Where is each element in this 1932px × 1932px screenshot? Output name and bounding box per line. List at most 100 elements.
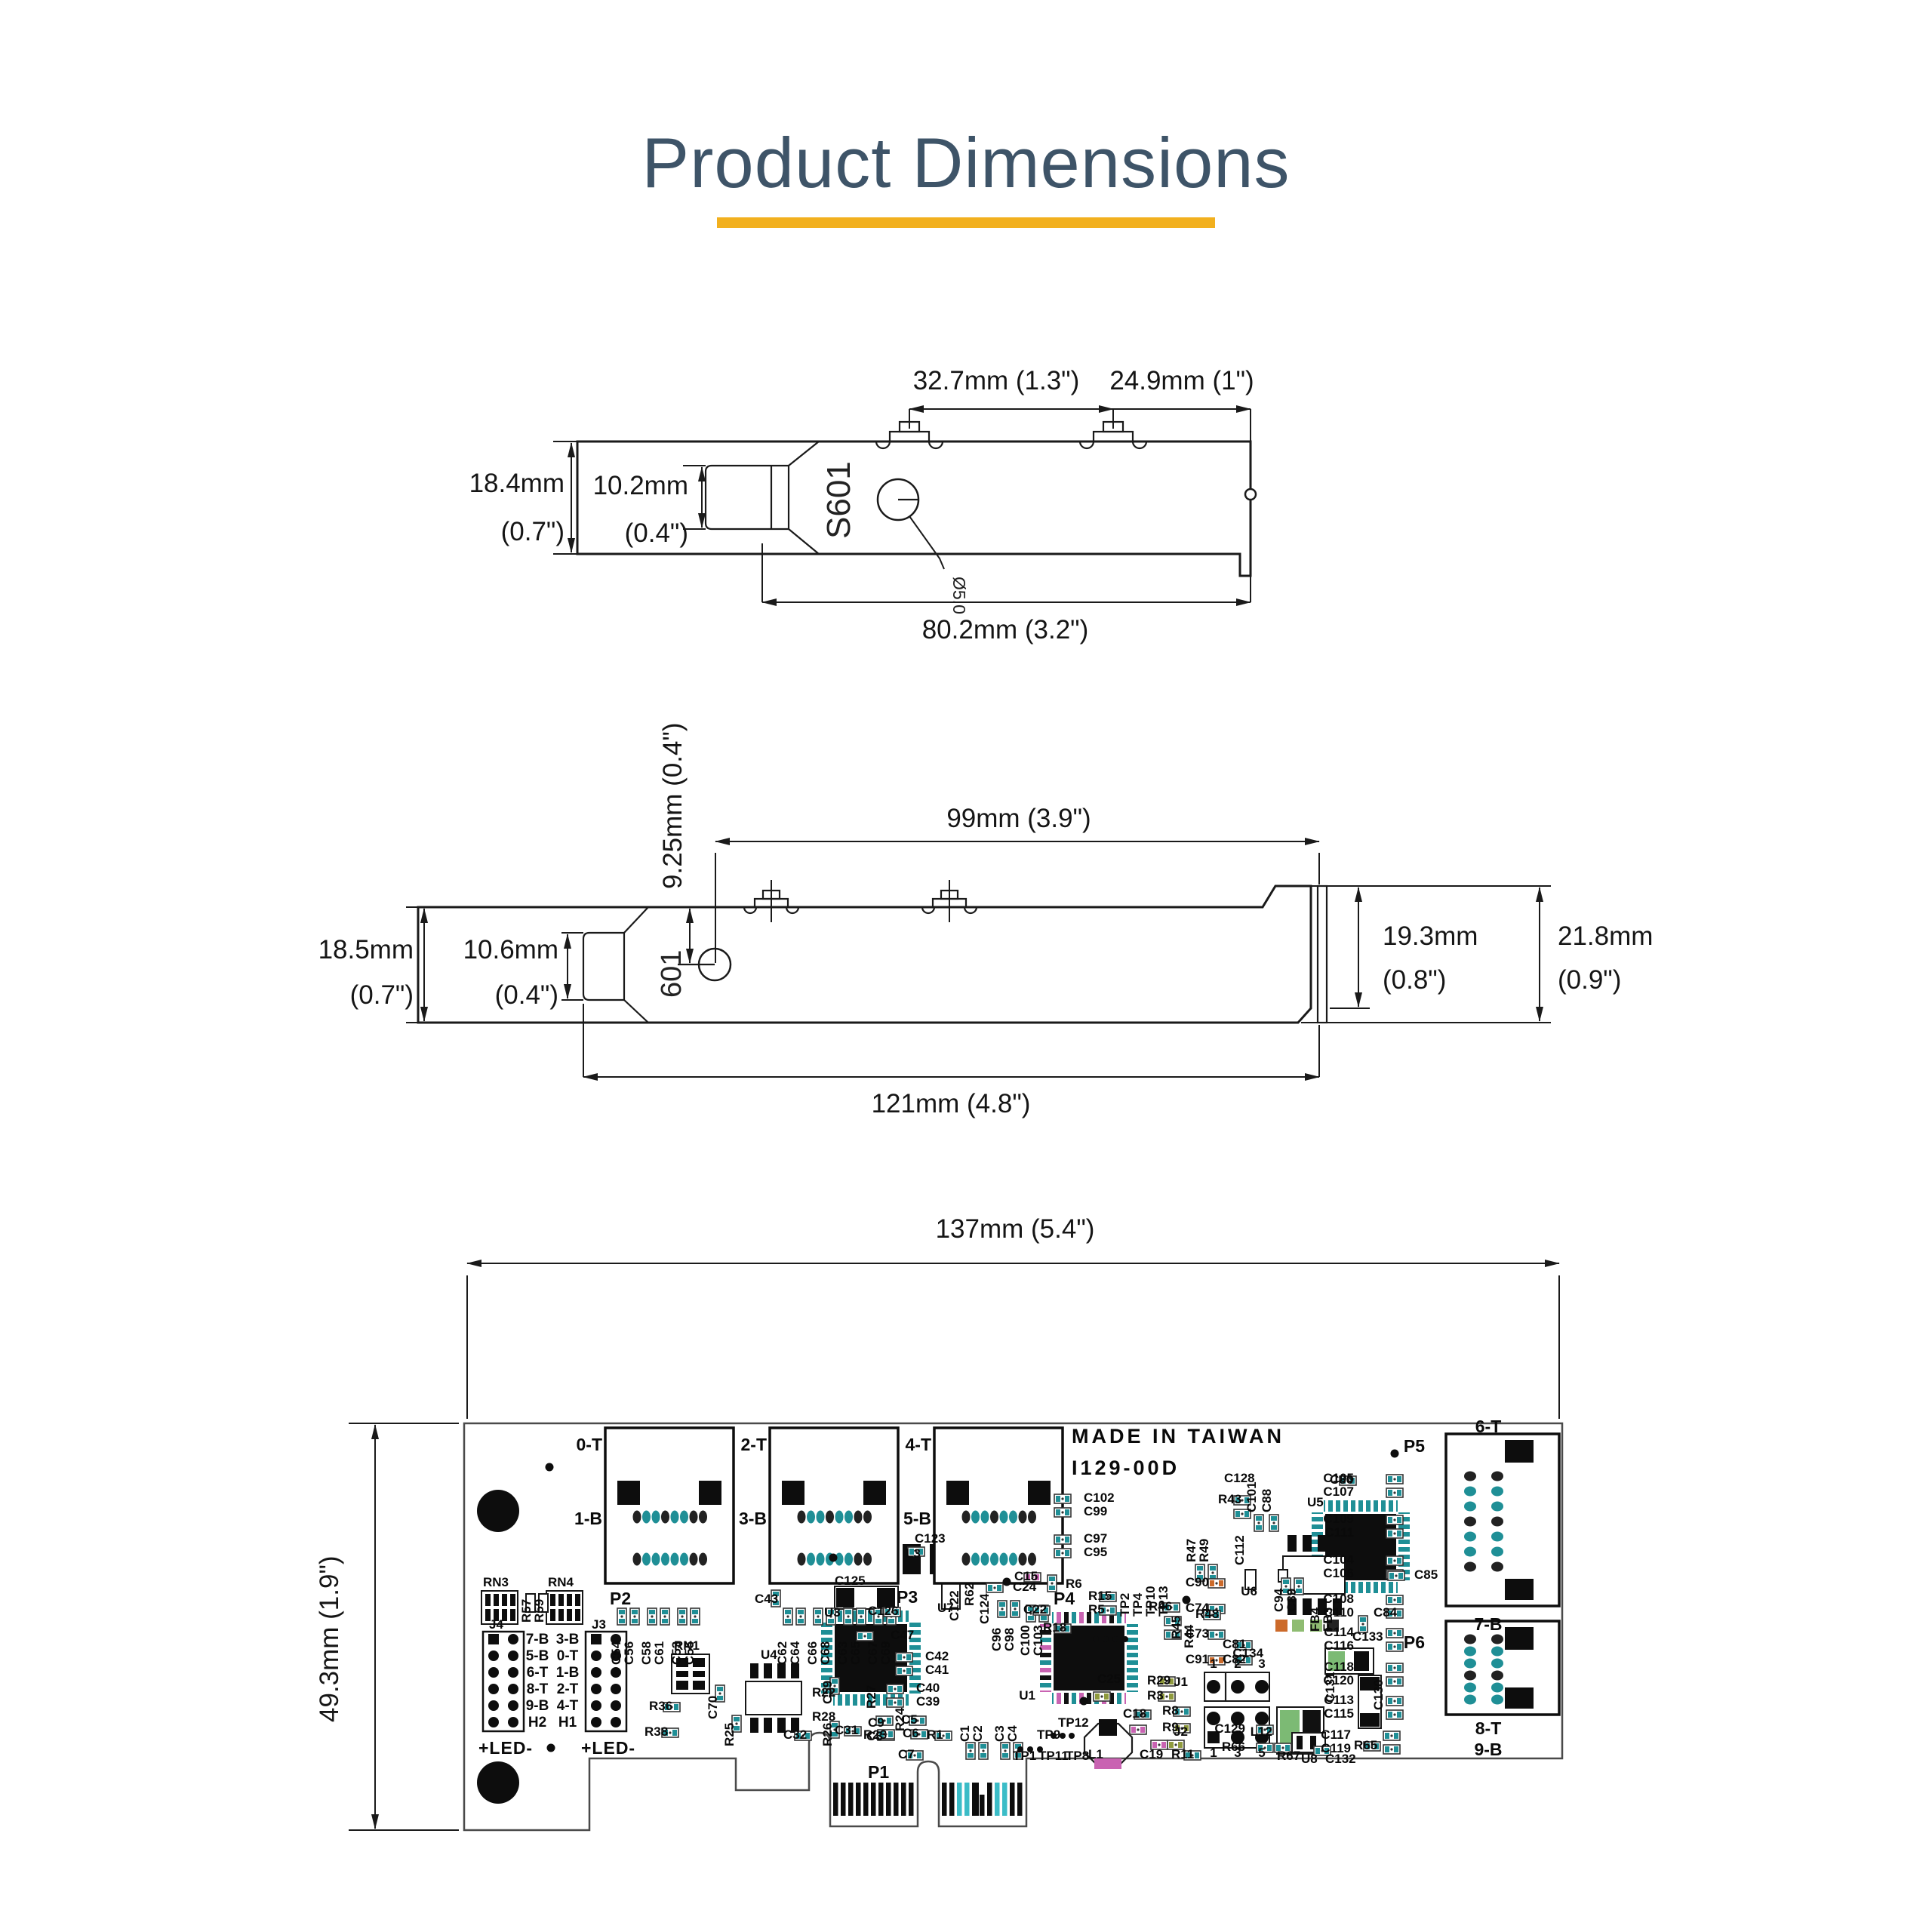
component-ref-tp12: TP12 <box>1058 1715 1089 1730</box>
port-pin <box>1491 1694 1503 1705</box>
dim-19-3-mm: 19.3mm <box>1383 921 1478 951</box>
rect <box>619 1619 625 1623</box>
rect <box>894 1609 899 1615</box>
bracket-outline <box>576 440 1252 577</box>
cap-orange <box>1275 1620 1287 1632</box>
port-pin <box>816 1552 825 1566</box>
rect <box>1160 1678 1164 1684</box>
rect <box>1256 1516 1262 1521</box>
smd-component <box>1235 1640 1253 1651</box>
component-ref-c128: C128 <box>1224 1471 1255 1485</box>
component-ref-r43: R43 <box>1218 1492 1241 1506</box>
circle <box>669 1731 672 1734</box>
port-pin <box>1464 1486 1476 1497</box>
circle <box>1257 1521 1260 1524</box>
component-ref-j4: J4 <box>489 1617 503 1632</box>
smd-component <box>1386 1709 1404 1720</box>
component-ref-r66: R66 <box>1222 1740 1245 1754</box>
smd-component <box>1208 1578 1226 1589</box>
bracket-edge-bar <box>1316 884 1328 1024</box>
smd-component <box>986 1583 1004 1593</box>
smd-component <box>843 1607 854 1626</box>
circle <box>877 1615 880 1618</box>
component-ref-c122: C122 <box>947 1590 961 1621</box>
smd-component <box>1183 1750 1201 1761</box>
edge-finger <box>1017 1783 1023 1816</box>
port-pin <box>1464 1646 1476 1657</box>
circle <box>1393 1478 1396 1481</box>
circle <box>1180 1727 1183 1730</box>
rect <box>937 1733 941 1739</box>
smd-component <box>1134 1709 1152 1720</box>
rect <box>1056 1496 1060 1502</box>
rect <box>1389 1573 1394 1579</box>
header-pin-label: H1 <box>558 1715 577 1730</box>
port-pin <box>1491 1561 1503 1572</box>
component-ref-r67: R67 <box>1277 1749 1300 1763</box>
circle <box>1321 1749 1324 1752</box>
circle <box>913 1754 916 1757</box>
resistor-network-rn4 <box>546 1590 583 1625</box>
rect <box>1258 1745 1263 1751</box>
edge-finger <box>863 1783 869 1816</box>
edge-finger <box>878 1783 884 1816</box>
port-pin <box>651 1552 660 1566</box>
rect <box>481 1630 525 1733</box>
rect <box>1388 1712 1392 1718</box>
component-ref-c53: C53 <box>669 1641 684 1665</box>
component-ref-j1: J1 <box>1174 1675 1188 1689</box>
circle <box>1031 1576 1034 1579</box>
rect <box>699 1481 721 1505</box>
component-ref-c98: C98 <box>1002 1628 1017 1651</box>
rect <box>796 1733 801 1739</box>
component-ref-c18: C18 <box>1123 1706 1146 1721</box>
mounting-hole <box>477 1490 519 1532</box>
rect <box>1296 1580 1302 1584</box>
rect <box>1197 1566 1203 1571</box>
component-ref-5: 5 <box>1258 1746 1265 1760</box>
component-ref-c19: C19 <box>1140 1747 1163 1761</box>
rect <box>1397 1490 1401 1496</box>
port-pin <box>1491 1670 1503 1681</box>
port-pin <box>990 1510 998 1524</box>
circle <box>651 1615 654 1618</box>
rect <box>906 1668 911 1674</box>
smd-component <box>978 1742 989 1760</box>
smd-component <box>715 1684 725 1703</box>
component-ref-c119: C119 <box>1321 1741 1351 1755</box>
circle <box>1241 1512 1244 1515</box>
rect <box>665 1704 669 1710</box>
rect <box>1397 1531 1401 1537</box>
port-pin <box>844 1552 853 1566</box>
smd-component <box>661 1727 679 1738</box>
component-ref-c89: C89 <box>1284 1589 1299 1612</box>
component-ref-l12: L12 <box>1251 1724 1272 1739</box>
rect <box>1210 1566 1216 1571</box>
component-ref-c109: C109 <box>1323 1512 1354 1526</box>
rect <box>1044 1607 1048 1614</box>
rect <box>897 1654 902 1660</box>
smd-component <box>829 1677 840 1695</box>
rect <box>1267 1727 1272 1733</box>
circle <box>942 1734 945 1737</box>
circle <box>1106 1609 1109 1612</box>
component-ref-c25: C25 <box>1097 1672 1121 1686</box>
circle <box>860 1615 863 1618</box>
rect <box>1388 1698 1392 1704</box>
component-ref-6-t: 6-T <box>1475 1417 1502 1436</box>
rect <box>858 1633 863 1639</box>
component-ref-r9: R9 <box>1162 1720 1179 1734</box>
rect <box>1140 1727 1145 1733</box>
smd-component <box>1386 1515 1404 1525</box>
circle <box>1393 1612 1396 1615</box>
circle <box>916 1719 919 1722</box>
rect <box>879 1731 884 1737</box>
port-pin <box>1018 1510 1027 1524</box>
smd-component <box>1233 1509 1251 1519</box>
smd-component <box>1386 1676 1404 1687</box>
component-ref-r26: R26 <box>820 1723 835 1746</box>
port-pin <box>1464 1561 1476 1572</box>
component-ref-p6: P6 <box>1404 1632 1425 1652</box>
rect <box>1246 1642 1251 1648</box>
cap-c112 <box>1244 1569 1257 1590</box>
